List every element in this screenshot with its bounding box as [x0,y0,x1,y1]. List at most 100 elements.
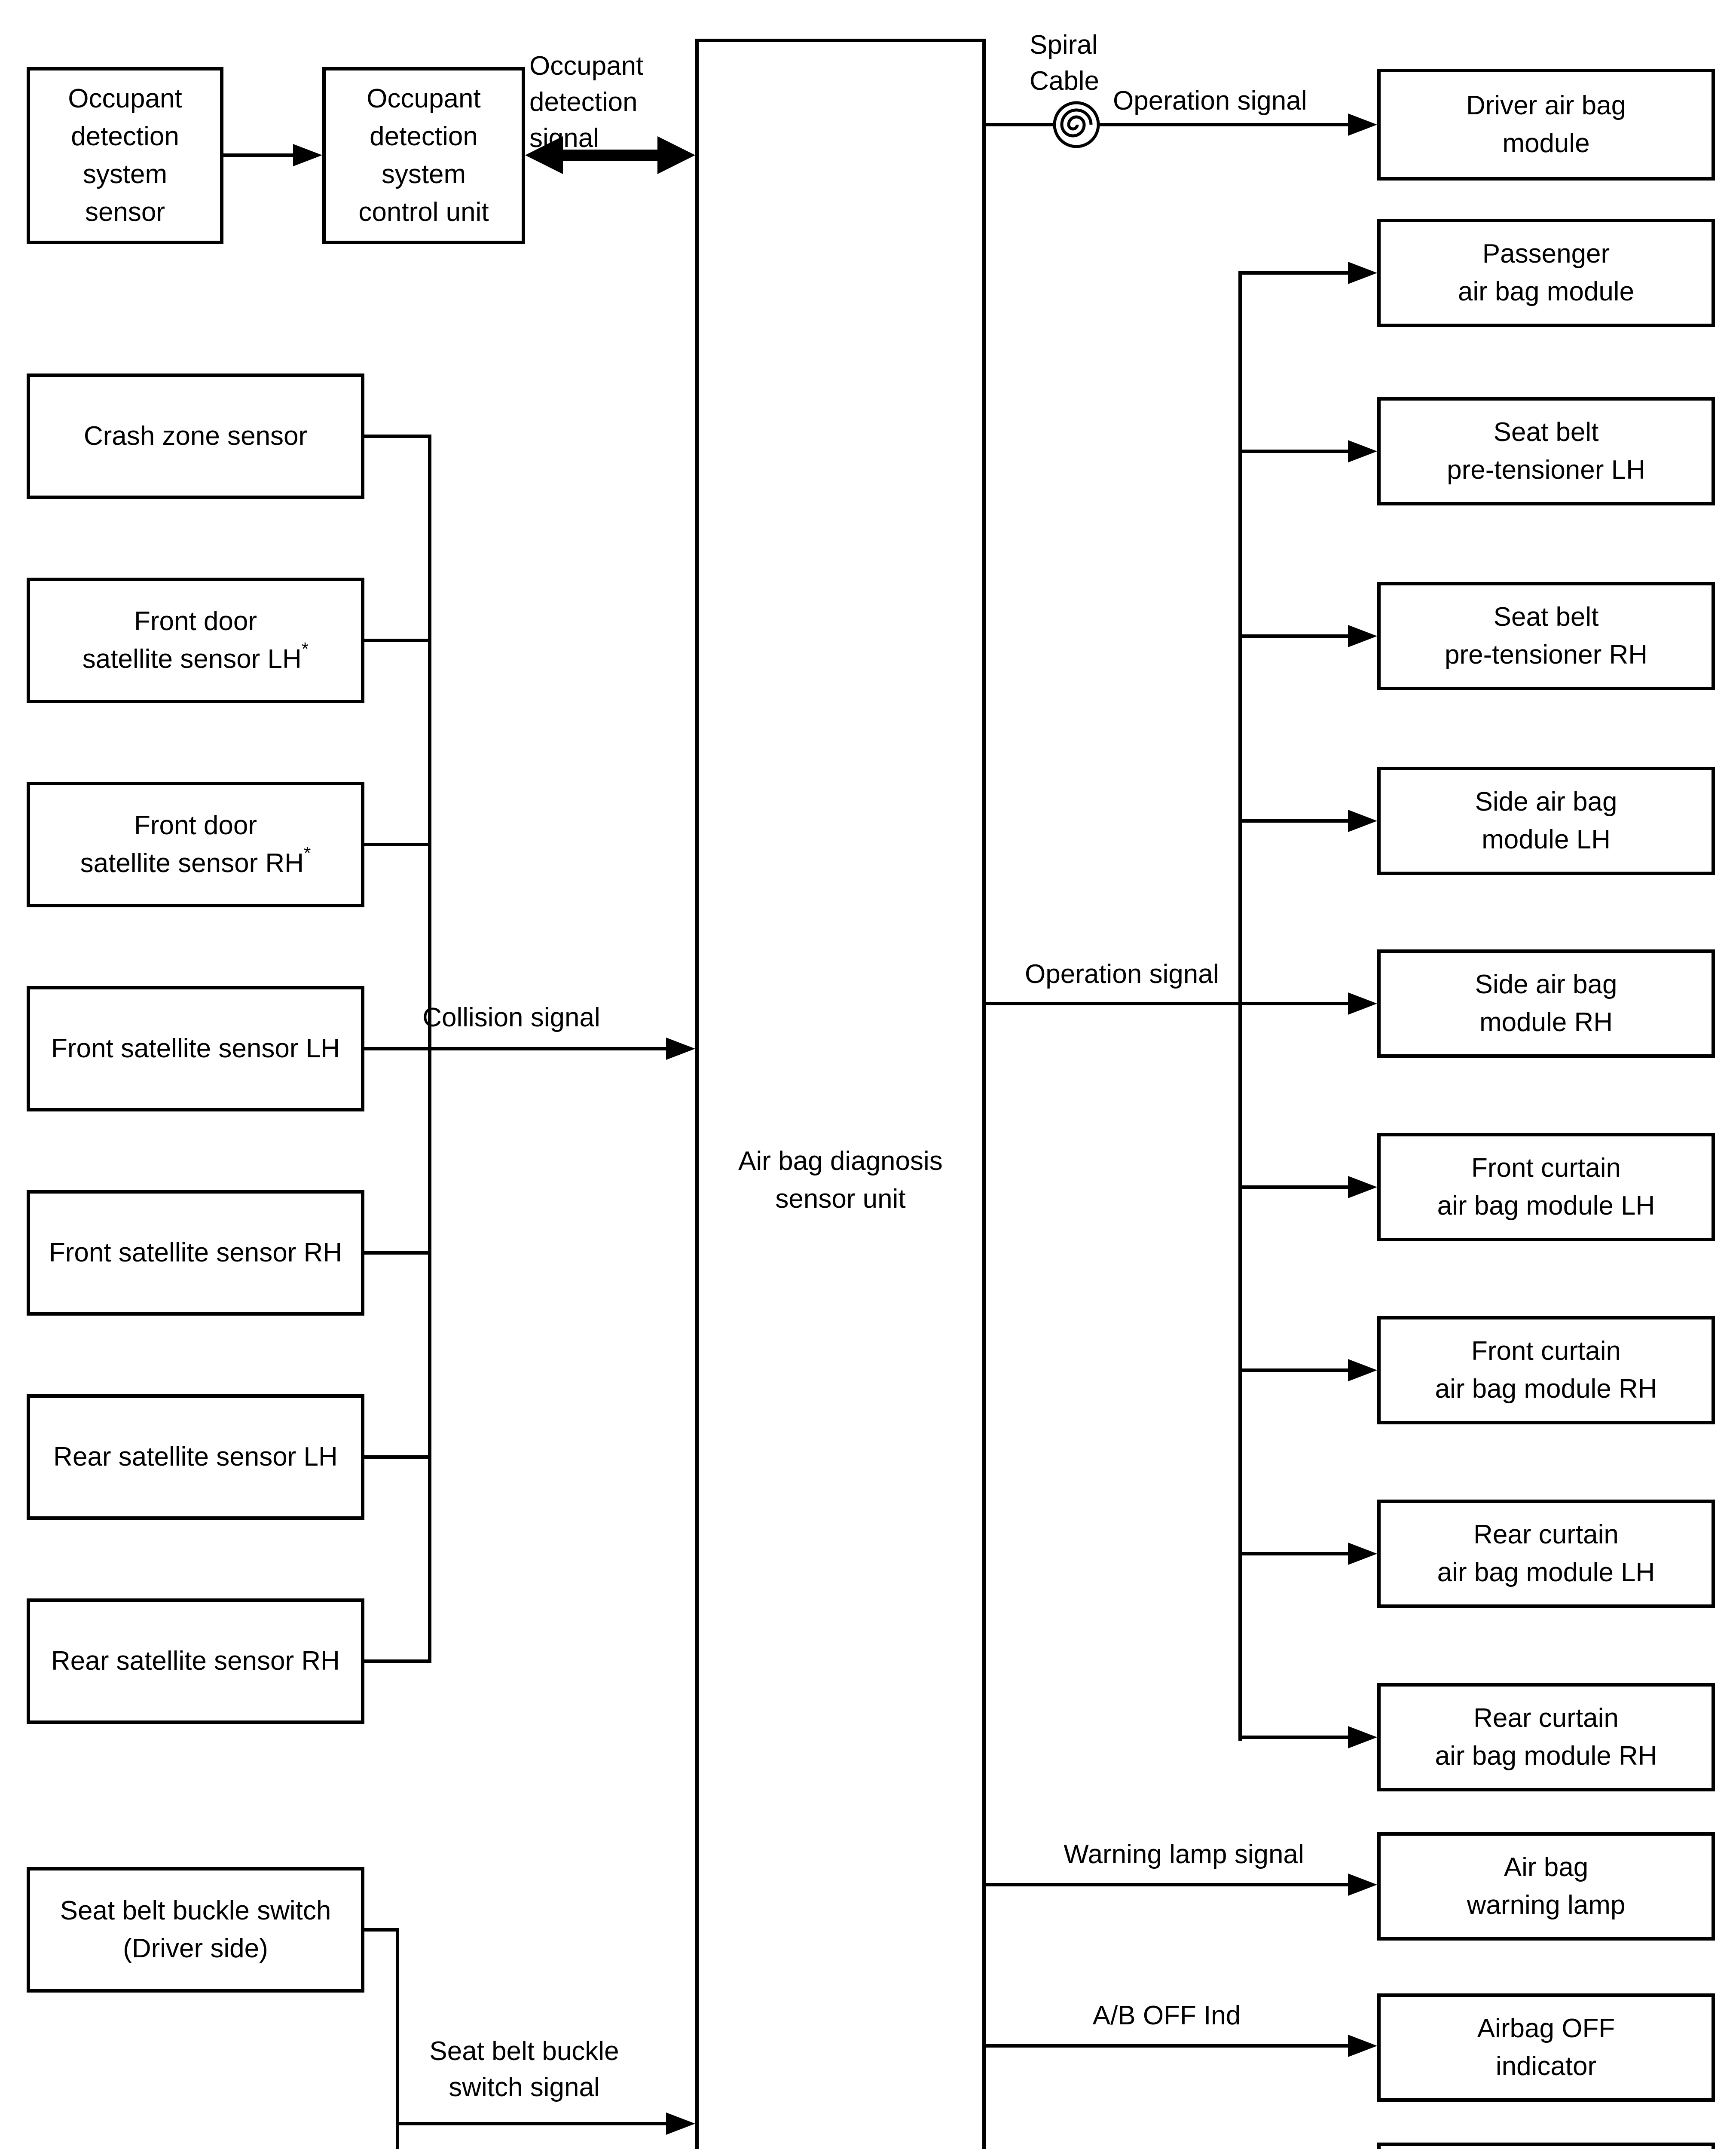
box-front-door-satellite-sensor-rh: Front door satellite sensor RH* [27,782,364,907]
box-label: Seat belt pre-tensioner RH [1444,602,1648,670]
box-label: Driver air bag module [1466,91,1626,158]
connector-line [986,2044,1350,2048]
arrow-head-left [525,136,563,174]
connector-line [1098,123,1350,126]
box-occupant-detection-control-unit: Occupant detection system control unit [322,67,525,244]
connector-line [1242,1736,1350,1739]
box-label: Front satellite sensor LH [51,1034,340,1063]
box-label: Airbag OFF indicator [1477,2014,1615,2081]
box-rear-curtain-air-bag-module-lh: Rear curtain air bag module LH [1377,1500,1715,1608]
spiral-cable-icon [1053,101,1100,148]
occupant-signal-double-arrow [554,150,666,161]
box-seat-belt-pre-tensioner-rh: Seat belt pre-tensioner RH [1377,582,1715,690]
arrow-head [1348,625,1377,647]
box-air-bag-warning-lamp: Air bag warning lamp [1377,1832,1715,1941]
box-driver-air-bag-module: Driver air bag module [1377,69,1715,181]
box-label: Air bag warning lamp [1467,1852,1626,1920]
connector-line [364,1659,430,1663]
arrow-warning-lamp-signal [1348,1873,1377,1896]
box-central-airbag-diagnosis-unit: Air bag diagnosis sensor unit [695,39,986,2149]
box-crash-zone-sensor: Crash zone sensor [27,373,364,499]
box-occupant-detection-sensor: Occupant detection system sensor [27,67,223,244]
connector-line [1242,819,1350,823]
box-label: Air bag diagnosis sensor unit [738,1146,943,1214]
connector-line [364,1928,399,1932]
connector-line [986,1002,1350,1005]
box-bcm: BCM [1377,2143,1715,2149]
label-warning-lamp-signal: Warning lamp signal [1064,1840,1304,1869]
box-label: Front curtain air bag module LH [1437,1153,1655,1221]
connector-line [1242,1185,1350,1189]
arrow-head [1348,1726,1377,1748]
box-label: Rear curtain air bag module RH [1435,1703,1657,1771]
box-airbag-off-indicator: Airbag OFF indicator [1377,1993,1715,2102]
box-side-air-bag-module-lh: Side air bag module LH [1377,767,1715,875]
seat-belt-bus [396,1928,399,2149]
box-label: Rear satellite sensor RH [51,1646,340,1676]
label-collision-signal-out: Collision signal [997,2147,1366,2149]
asterisk-note: * [303,843,311,863]
box-label: Rear curtain air bag module LH [1437,1520,1655,1587]
box-front-curtain-air-bag-module-rh: Front curtain air bag module RH [1377,1316,1715,1424]
connector-line [986,1883,1350,1886]
arrow-head [1348,440,1377,462]
box-label: Front door satellite sensor LH* [82,606,309,674]
box-label: Rear satellite sensor LH [53,1442,338,1472]
label-spiral-cable: Spiral Cable [1030,30,1099,96]
box-label: Crash zone sensor [83,421,308,451]
connector-line [223,153,296,157]
operation-signal-bus [1238,271,1242,1741]
box-label: Occupant detection system sensor [68,84,182,227]
box-label: Front satellite sensor RH [49,1238,342,1267]
box-label: Passenger air bag module [1458,239,1635,306]
arrow-operation-signal-main [1348,992,1377,1015]
box-label: Front door satellite sensor RH* [80,811,311,878]
box-front-curtain-air-bag-module-lh: Front curtain air bag module LH [1377,1133,1715,1241]
connector-line [1242,450,1350,453]
box-label: Side air bag module LH [1475,787,1617,854]
label-seat-belt-buckle-switch-signal: Seat belt buckle switch signal [429,2036,619,2102]
box-rear-satellite-sensor-rh: Rear satellite sensor RH [27,1598,364,1724]
connector-line [1242,634,1350,638]
box-side-air-bag-module-rh: Side air bag module RH [1377,949,1715,1058]
label-ab-off-ind: A/B OFF Ind [1092,2001,1241,2030]
label-collision-signal-in: Collision signal [422,1003,600,1032]
asterisk-note: * [301,639,309,659]
arrow-head [1348,1359,1377,1381]
arrow-head [1348,1543,1377,1565]
box-seat-belt-pre-tensioner-lh: Seat belt pre-tensioner LH [1377,397,1715,505]
box-seat-belt-buckle-switch-driver: Seat belt buckle switch (Driver side) [27,1867,364,1993]
arrow-head [293,144,322,166]
arrow-ab-off-ind [1348,2035,1377,2057]
connector-line [1242,1368,1350,1372]
connector-line [364,1251,430,1255]
connector-line [364,639,430,642]
label-occupant-detection-signal: Occupant detection signal [529,51,644,153]
connector-line [364,843,430,846]
label-operation-signal-top: Operation signal [1113,86,1307,116]
box-label: Front curtain air bag module RH [1435,1336,1657,1404]
label-operation-signal-main: Operation signal [1025,959,1219,989]
connector-line [396,2122,667,2125]
box-rear-curtain-air-bag-module-rh: Rear curtain air bag module RH [1377,1683,1715,1791]
connector-line [986,123,1055,126]
arrow-collision-signal [666,1038,695,1060]
box-label: Seat belt pre-tensioner LH [1447,417,1645,485]
box-label: Seat belt buckle switch (Driver side) [60,1896,331,1963]
box-front-satellite-sensor-lh: Front satellite sensor LH [27,986,364,1111]
arrow-head [1348,1176,1377,1198]
arrow-head [1348,262,1377,284]
arrow-operation-signal-driver [1348,113,1377,136]
box-rear-satellite-sensor-lh: Rear satellite sensor LH [27,1394,364,1520]
box-front-satellite-sensor-rh: Front satellite sensor RH [27,1190,364,1316]
arrow-seat-belt-signal [666,2112,695,2135]
connector-line [364,1455,430,1459]
box-label: Side air bag module RH [1475,970,1617,1037]
connector-line [1242,271,1350,275]
connector-line [1242,1552,1350,1555]
arrow-head [1348,810,1377,832]
box-label: Occupant detection system control unit [358,84,489,227]
connector-line [364,1047,667,1050]
connector-line [364,435,430,438]
